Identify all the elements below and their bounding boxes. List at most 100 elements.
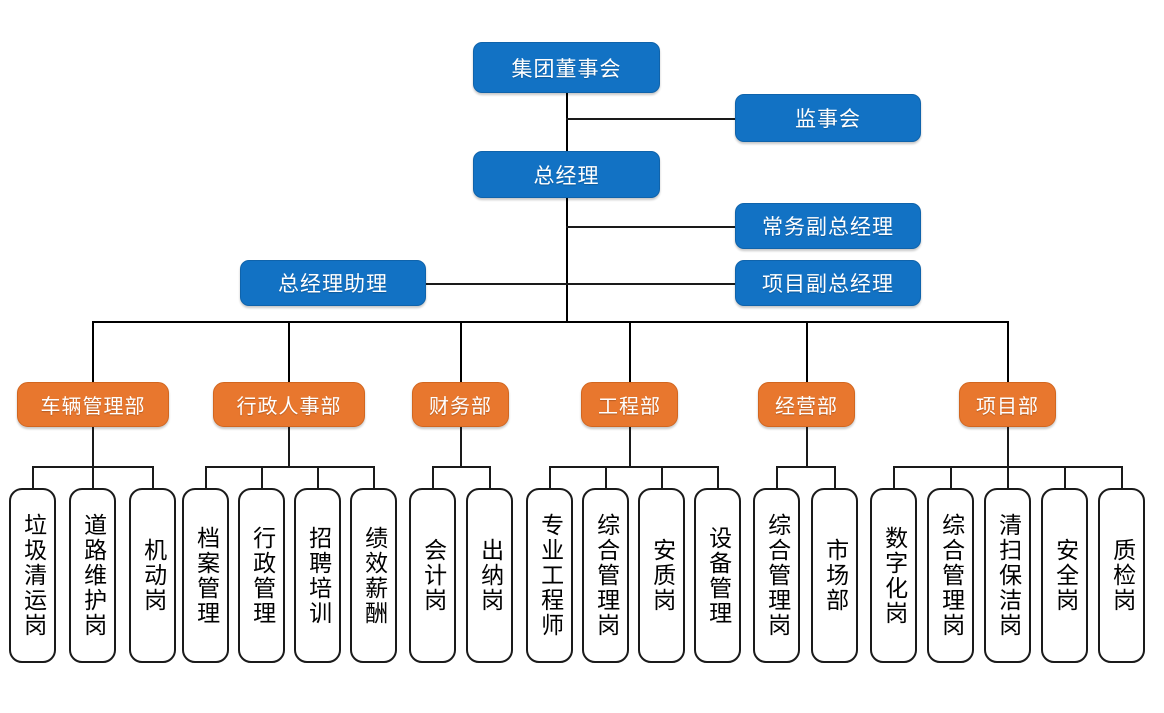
leaf-label-0-0: 垃圾清运岗 <box>19 513 46 638</box>
node-department-5-label: 项目部 <box>976 396 1039 418</box>
stem-dept-1 <box>288 427 290 467</box>
connector-to-gm-assistant <box>425 283 567 285</box>
subbus-dept-2 <box>432 466 489 468</box>
node-board[interactable]: 集团董事会 <box>473 42 660 93</box>
drop-leaf-0-0 <box>32 466 34 488</box>
drop-leaf-4-0 <box>776 466 778 488</box>
drop-leaf-5-3 <box>1064 466 1066 488</box>
node-general-manager[interactable]: 总经理 <box>473 151 660 198</box>
drop-dept-4 <box>806 321 808 382</box>
node-board-label: 集团董事会 <box>511 57 622 81</box>
leaf-label-1-3: 绩效薪酬 <box>360 525 387 626</box>
node-department-3[interactable]: 工程部 <box>581 382 678 427</box>
leaf-box-5-2[interactable]: 清扫保洁岗 <box>984 488 1031 663</box>
leaf-label-1-1: 行政管理 <box>248 525 275 626</box>
node-department-5[interactable]: 项目部 <box>959 382 1056 427</box>
leaf-box-1-0[interactable]: 档案管理 <box>182 488 229 663</box>
drop-leaf-5-1 <box>950 466 952 488</box>
leaf-box-5-4[interactable]: 质检岗 <box>1098 488 1145 663</box>
leaf-box-2-0[interactable]: 会计岗 <box>409 488 456 663</box>
node-supervisors[interactable]: 监事会 <box>735 94 921 142</box>
connector-gm-trunk <box>566 198 568 322</box>
subbus-dept-1 <box>205 466 374 468</box>
leaf-label-5-4: 质检岗 <box>1108 538 1135 613</box>
drop-leaf-5-2 <box>1007 466 1009 488</box>
stem-dept-2 <box>460 427 462 467</box>
leaf-label-0-2: 机动岗 <box>139 538 166 613</box>
node-department-1-label: 行政人事部 <box>236 396 342 418</box>
leaf-box-5-3[interactable]: 安全岗 <box>1041 488 1088 663</box>
leaf-box-3-3[interactable]: 设备管理 <box>694 488 741 663</box>
leaf-box-3-1[interactable]: 综合管理岗 <box>582 488 629 663</box>
connector-board-to-gm <box>566 93 568 151</box>
node-project-deputy-gm[interactable]: 项目副总经理 <box>735 260 921 306</box>
department-bus <box>92 321 1008 323</box>
leaf-box-3-2[interactable]: 安质岗 <box>638 488 685 663</box>
drop-leaf-4-1 <box>834 466 836 488</box>
leaf-box-5-1[interactable]: 综合管理岗 <box>927 488 974 663</box>
leaf-label-0-1: 道路维护岗 <box>79 513 106 638</box>
node-general-manager-label: 总经理 <box>533 164 600 188</box>
leaf-label-1-0: 档案管理 <box>192 525 219 626</box>
node-department-2[interactable]: 财务部 <box>412 382 509 427</box>
node-gm-assistant-label: 总经理助理 <box>278 273 388 296</box>
leaf-label-3-2: 安质岗 <box>648 538 675 613</box>
leaf-box-2-1[interactable]: 出纳岗 <box>466 488 513 663</box>
node-exec-deputy-gm-label: 常务副总经理 <box>762 216 894 239</box>
leaf-box-0-0[interactable]: 垃圾清运岗 <box>9 488 56 663</box>
node-department-3-label: 工程部 <box>598 396 661 418</box>
leaf-label-2-1: 出纳岗 <box>476 538 503 613</box>
leaf-label-4-1: 市场部 <box>821 538 848 613</box>
node-gm-assistant[interactable]: 总经理助理 <box>240 260 426 306</box>
connector-to-supervisors <box>566 118 736 120</box>
node-department-4[interactable]: 经营部 <box>758 382 855 427</box>
leaf-box-1-1[interactable]: 行政管理 <box>238 488 285 663</box>
leaf-box-0-1[interactable]: 道路维护岗 <box>69 488 116 663</box>
leaf-label-3-0: 专业工程师 <box>536 513 563 638</box>
leaf-label-4-0: 综合管理岗 <box>763 513 790 638</box>
leaf-label-3-1: 综合管理岗 <box>592 513 619 638</box>
stem-dept-5 <box>1007 427 1009 467</box>
drop-leaf-0-2 <box>152 466 154 488</box>
leaf-box-5-0[interactable]: 数字化岗 <box>870 488 917 663</box>
connector-to-project-deputy <box>566 283 736 285</box>
stem-dept-3 <box>629 427 631 467</box>
drop-leaf-3-1 <box>605 466 607 488</box>
drop-dept-0 <box>92 321 94 382</box>
drop-dept-2 <box>460 321 462 382</box>
drop-leaf-1-2 <box>317 466 319 488</box>
drop-dept-3 <box>629 321 631 382</box>
stem-dept-4 <box>806 427 808 467</box>
node-exec-deputy-gm[interactable]: 常务副总经理 <box>735 203 921 249</box>
drop-leaf-1-0 <box>205 466 207 488</box>
node-project-deputy-gm-label: 项目副总经理 <box>762 273 894 296</box>
leaf-box-3-0[interactable]: 专业工程师 <box>526 488 573 663</box>
node-supervisors-label: 监事会 <box>795 108 861 131</box>
leaf-box-0-2[interactable]: 机动岗 <box>129 488 176 663</box>
drop-dept-1 <box>288 321 290 382</box>
drop-leaf-2-1 <box>489 466 491 488</box>
stem-dept-0 <box>92 427 94 467</box>
leaf-box-4-0[interactable]: 综合管理岗 <box>753 488 800 663</box>
drop-leaf-1-3 <box>373 466 375 488</box>
subbus-dept-4 <box>776 466 834 468</box>
drop-leaf-3-2 <box>661 466 663 488</box>
drop-leaf-3-3 <box>717 466 719 488</box>
leaf-label-2-0: 会计岗 <box>419 538 446 613</box>
drop-leaf-1-1 <box>261 466 263 488</box>
leaf-box-1-3[interactable]: 绩效薪酬 <box>350 488 397 663</box>
drop-leaf-0-1 <box>92 466 94 488</box>
drop-leaf-5-4 <box>1121 466 1123 488</box>
node-department-0[interactable]: 车辆管理部 <box>17 382 169 427</box>
leaf-label-3-3: 设备管理 <box>704 525 731 626</box>
node-department-4-label: 经营部 <box>775 396 838 418</box>
connector-to-exec-deputy <box>566 226 736 228</box>
subbus-dept-3 <box>549 466 718 468</box>
node-department-2-label: 财务部 <box>429 396 492 418</box>
drop-leaf-5-0 <box>893 466 895 488</box>
leaf-box-1-2[interactable]: 招聘培训 <box>294 488 341 663</box>
drop-leaf-2-0 <box>432 466 434 488</box>
node-department-1[interactable]: 行政人事部 <box>213 382 365 427</box>
leaf-box-4-1[interactable]: 市场部 <box>811 488 858 663</box>
